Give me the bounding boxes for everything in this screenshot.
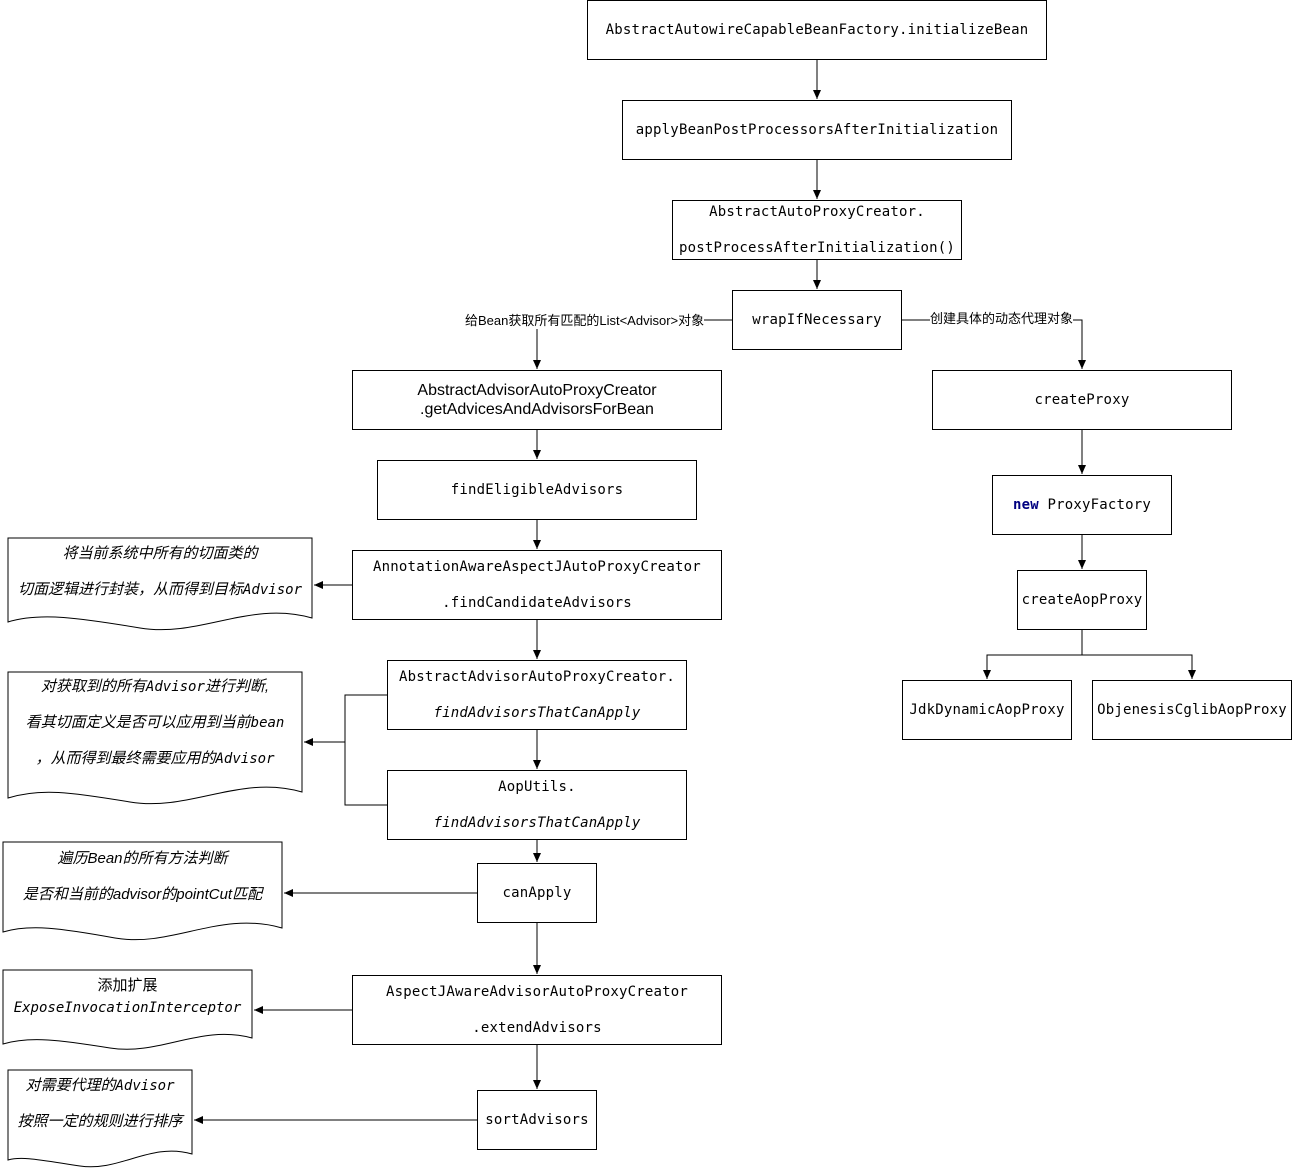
node-initialize-bean: AbstractAutowireCapableBeanFactory.initi… (587, 0, 1047, 60)
node-jdk-dynamic-aop-proxy: JdkDynamicAopProxy (902, 680, 1072, 740)
edge-createaop-to-jdk (983, 630, 1083, 679)
node-label-line1: AspectJAwareAdvisorAutoProxyCreator (385, 984, 688, 1000)
node-label-line2: findAdvisorsThatCanApply (433, 705, 641, 721)
node-label: ProxyFactory (1038, 497, 1152, 513)
note-shape-candidate (7, 537, 313, 631)
note-line2-code: Advisor (243, 582, 303, 598)
note-line2-code: ExposeInvocationInterceptor (13, 1000, 242, 1016)
note-line1: 添加扩展 (97, 977, 158, 994)
node-label: createProxy (1034, 392, 1130, 408)
note-shape-filter (7, 671, 303, 805)
keyword-new: new (1012, 497, 1039, 513)
note-extend: 添加扩展 ExposeInvocationInterceptor (3, 974, 252, 1018)
node-label-line1: AnnotationAwareAspectJAutoProxyCreator (373, 559, 701, 575)
node-label-line1: AopUtils. (498, 779, 576, 795)
node-wrap-if-necessary: wrapIfNecessary (732, 290, 902, 350)
node-label-line1: AbstractAdvisorAutoProxyCreator. (398, 669, 676, 685)
note-shape-sort (7, 1069, 193, 1168)
note-line1-text: 对获取到的所有 (40, 678, 146, 695)
node-extend-advisors: AspectJAwareAdvisorAutoProxyCreator .ext… (352, 975, 722, 1045)
note-line1-text: 对需要代理的 (25, 1077, 116, 1094)
note-shape-bean-methods (2, 841, 283, 941)
note-line1-code: Advisor (145, 679, 205, 695)
note-line3-code: Advisor (215, 751, 275, 767)
node-can-apply: canApply (477, 863, 597, 923)
node-label: createAopProxy (1021, 592, 1143, 608)
node-new-proxy-factory: new ProxyFactory (992, 475, 1172, 535)
note-line2: ExposeInvocationInterceptor (14, 998, 242, 1018)
node-label-line1: AbstractAdvisorAutoProxyCreator (417, 382, 657, 399)
note-line3-text: ，从而得到最终需要应用的 (35, 750, 216, 767)
node-find-candidate-advisors: AnnotationAwareAspectJAutoProxyCreator .… (352, 550, 722, 620)
node-objenesis-cglib-aop-proxy: ObjenesisCglibAopProxy (1092, 680, 1292, 740)
node-label: canApply (502, 885, 572, 901)
note-shape-extend (2, 969, 253, 1050)
node-label-line2: postProcessAfterInitialization() (678, 240, 956, 256)
node-create-aop-proxy: createAopProxy (1017, 570, 1147, 630)
edge-wrap-to-createproxy (902, 319, 1086, 369)
node-label-line2: findAdvisorsThatCanApply (433, 815, 641, 831)
node-label-line1: AbstractAutoProxyCreator. (709, 204, 925, 220)
node-label-line2: .findCandidateAdvisors (442, 595, 632, 611)
note-line1-suffix: 进行判断, (204, 678, 270, 695)
node-find-eligible-advisors: findEligibleAdvisors (377, 460, 697, 520)
node-label: sortAdvisors (485, 1112, 589, 1128)
note-line2: 按照一定的规则进行排序 (17, 1113, 183, 1130)
note-line1: 对获取到的所有Advisor进行判断, (41, 669, 269, 705)
note-line1-code: Advisor (115, 1078, 175, 1094)
note-line2: 是否和当前的advisor的pointCut匹配 (22, 886, 263, 903)
node-label-line2: .extendAdvisors (472, 1020, 602, 1036)
note-line2-text: 切面逻辑进行封装，从而得到目标 (17, 581, 243, 598)
note-line2: 切面逻辑进行封装，从而得到目标Advisor (18, 572, 302, 608)
node-label: AbstractAutowireCapableBeanFactory.initi… (605, 22, 1029, 38)
node-get-advices-and-advisors: AbstractAdvisorAutoProxyCreator .getAdvi… (352, 370, 722, 430)
note-line1: 将当前系统中所有的切面类的 (62, 545, 258, 562)
note-line2: 看其切面定义是否可以应用到当前bean (26, 705, 285, 741)
edge-createaop-to-cglib (1082, 654, 1196, 679)
note-candidate-advisors: 将当前系统中所有的切面类的 切面逻辑进行封装，从而得到目标Advisor (8, 536, 312, 608)
node-apply-post-processors: applyBeanPostProcessorsAfterInitializati… (622, 100, 1012, 160)
node-find-advisors-that-can-apply-abstract: AbstractAdvisorAutoProxyCreator. findAdv… (387, 660, 687, 730)
note-sort: 对需要代理的Advisor 按照一定的规则进行排序 (8, 1068, 192, 1140)
note-line1: 遍历Bean的所有方法判断 (57, 850, 228, 867)
node-label: wrapIfNecessary (752, 312, 882, 328)
note-line2-text: 看其切面定义是否可以应用到当前 (25, 714, 251, 731)
node-find-advisors-that-can-apply-aoputils: AopUtils. findAdvisorsThatCanApply (387, 770, 687, 840)
node-label-line2: .getAdvicesAndAdvisorsForBean (420, 401, 654, 418)
edge-bracket-to-filter-note (344, 694, 387, 806)
note-can-apply-filter: 对获取到的所有Advisor进行判断, 看其切面定义是否可以应用到当前bean … (8, 669, 302, 777)
node-create-proxy: createProxy (932, 370, 1232, 430)
note-line2-code: bean (250, 715, 285, 731)
note-line3: ，从而得到最终需要应用的Advisor (35, 741, 274, 777)
node-label: ObjenesisCglibAopProxy (1097, 702, 1287, 718)
node-sort-advisors: sortAdvisors (477, 1090, 597, 1150)
node-post-process-after-init: AbstractAutoProxyCreator. postProcessAft… (672, 200, 962, 260)
node-label: JdkDynamicAopProxy (909, 702, 1065, 718)
note-bean-methods: 遍历Bean的所有方法判断 是否和当前的advisor的pointCut匹配 (3, 841, 282, 913)
edge-label-right-branch: 创建具体的动态代理对象 (930, 311, 1074, 327)
edge-label-left-branch: 给Bean获取所有匹配的List<Advisor>对象 (465, 313, 705, 329)
node-label: applyBeanPostProcessorsAfterInitializati… (635, 122, 999, 138)
note-line1: 对需要代理的Advisor (25, 1068, 174, 1104)
node-label: findEligibleAdvisors (450, 482, 624, 498)
